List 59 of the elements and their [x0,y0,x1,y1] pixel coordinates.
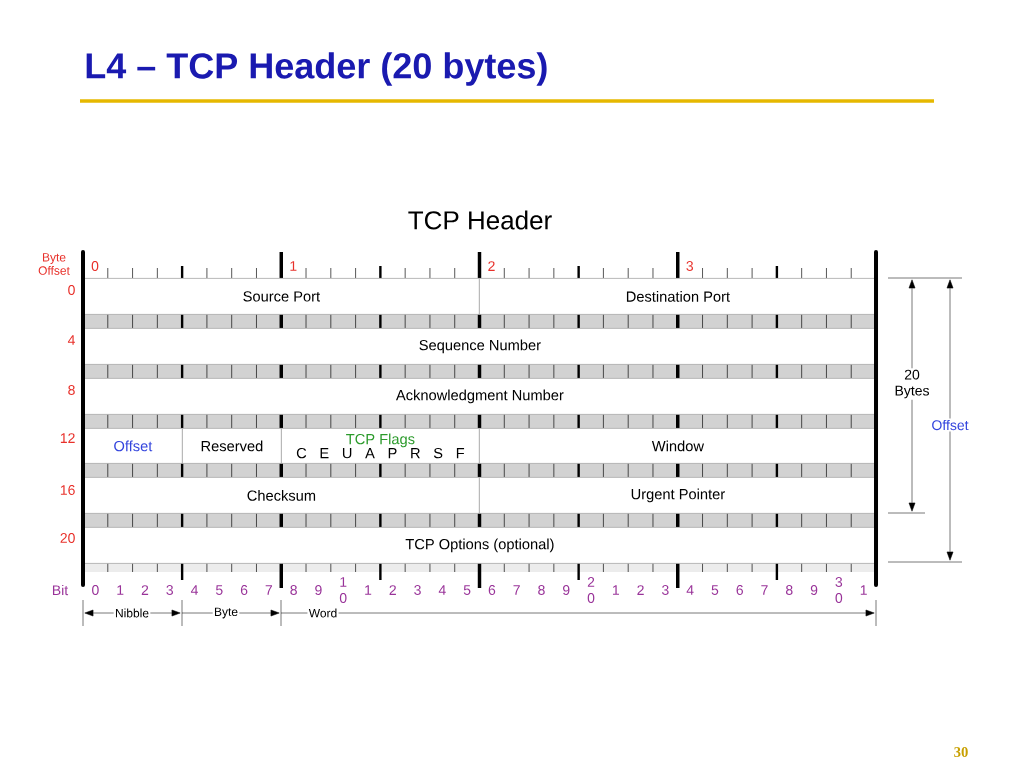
byte-number: 2 [488,261,495,271]
offset-number: 16 [60,485,75,495]
dimension-label: Nibble [113,607,151,619]
offset-number: 8 [68,385,75,395]
axis-label: Byte Offset [38,253,70,275]
bit-number: 3 0 [835,577,843,603]
bit-number: 7 [265,585,273,595]
offset-number: 20 [60,533,75,543]
bit-number: 7 [761,585,768,595]
header-field: Urgent Pointer [479,477,877,514]
header-field: Checksum [83,477,480,514]
header-field: Offset [83,428,183,464]
bit-number: 1 0 [339,577,347,603]
bit-number: 9 [563,585,570,595]
bit-number: 9 [810,585,818,595]
bit-number: 9 [315,585,322,595]
bit-number: 8 [786,585,793,595]
bit-number: 5 [711,585,719,595]
bit-number: 6 [736,585,743,595]
header-field: Sequence Number [83,328,877,365]
header-field: TCP Options (optional) [83,527,877,564]
bit-number: 1 [117,585,124,595]
offset-number: 4 [67,335,75,345]
bit-number: 2 0 [587,577,595,603]
offset-number: 12 [60,433,75,443]
bit-number: 4 [686,585,694,595]
bit-number: 2 [141,585,149,595]
bit-number: 3 [414,585,421,595]
dimension-label: 20 Bytes [890,368,934,400]
bit-number: 2 [637,585,644,595]
dimension-label: Offset [930,418,970,432]
header-field: TCP Flags C E U A P R S F [281,428,480,464]
bit-number: 8 [538,585,545,595]
offset-number: 0 [68,285,75,295]
bit-number: 6 [488,585,496,595]
dimension-label: Word [307,607,339,619]
slide-title: L4 – TCP Header (20 bytes) [86,52,547,86]
bit-number: 5 [463,585,471,595]
header-field: Reserved [182,428,282,464]
header-field: Destination Port [479,278,877,315]
bit-number: 6 [240,585,248,595]
bit-number: 1 [613,585,619,595]
bit-number: 4 [190,585,198,595]
diagram-heading: TCP Header [408,210,552,230]
bit-number: 3 [166,585,173,595]
header-field: Acknowledgment Number [83,378,877,415]
bit-number: 4 [438,585,446,595]
page-number: 30 [954,747,968,757]
bit-number: 2 [389,585,396,595]
bit-number: 7 [513,585,520,595]
bit-number: 8 [290,585,297,595]
bit-number: 1 [860,585,867,595]
bit-number: 3 [662,585,669,595]
dimension-label: Byte [212,606,240,620]
bit-number: 1 [365,585,372,595]
axis-label: Bit [53,584,69,596]
bit-number: 5 [215,585,223,595]
header-field: Source Port [83,278,480,315]
bit-number: 0 [92,585,99,595]
